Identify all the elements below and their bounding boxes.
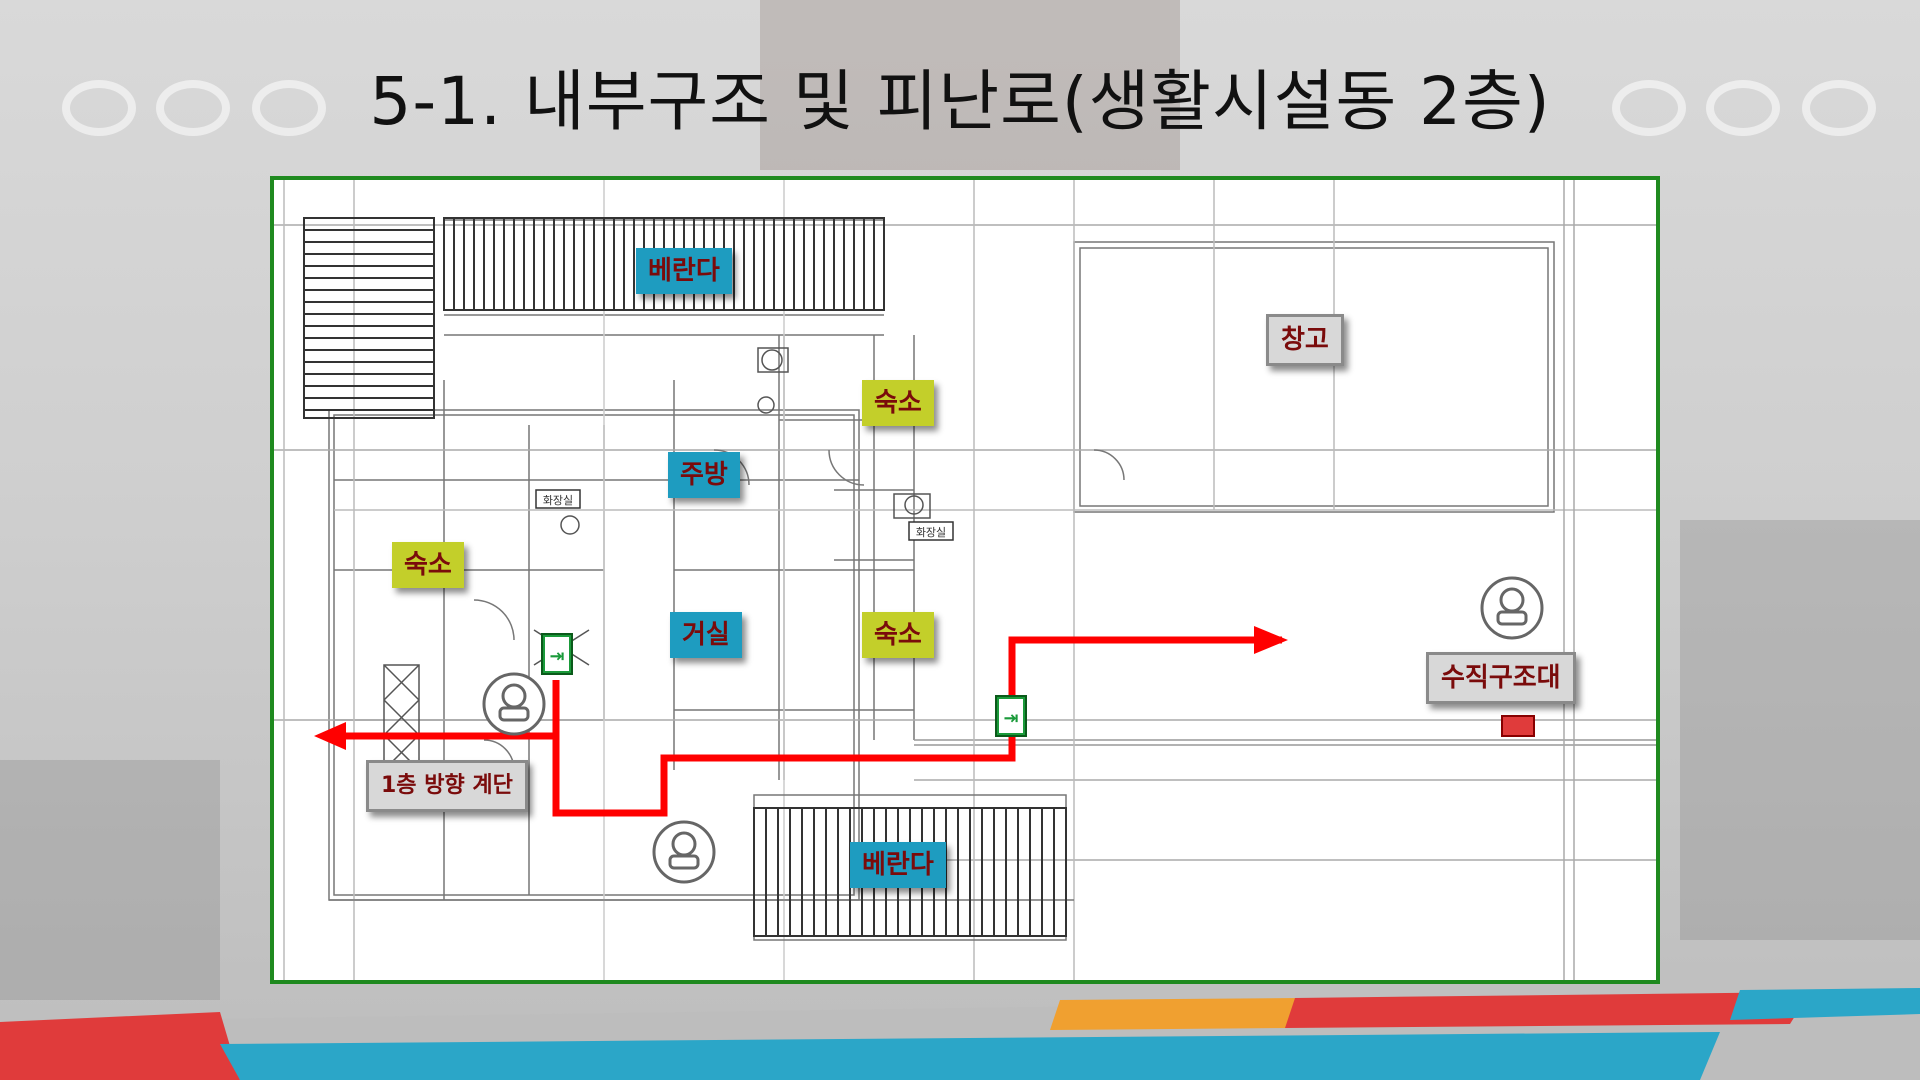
background-building-right — [1680, 520, 1920, 940]
label-dorm-left: 숙소 — [392, 542, 464, 588]
fixtures — [560, 347, 931, 535]
fire-extinguisher-icon — [652, 820, 716, 884]
page-title: 5-1. 내부구조 및 피난로(생활시설동 2층) — [369, 63, 1551, 140]
decor-circle-6 — [1802, 80, 1876, 136]
evacuation-route — [334, 636, 1282, 817]
label-veranda-top: 베란다 — [636, 248, 732, 294]
background-building-left — [0, 760, 220, 1000]
decor-circle-2 — [156, 80, 230, 136]
label-stairs-to-1f: 1층 방향 계단 — [366, 760, 528, 812]
route-arrow-right — [1254, 626, 1288, 654]
label-living-room: 거실 — [670, 612, 742, 658]
toilet-label-left: 화장실 — [543, 494, 573, 507]
decor-circle-4 — [1612, 80, 1686, 136]
label-kitchen: 주방 — [668, 452, 740, 498]
fire-extinguisher-icon — [482, 672, 546, 736]
emergency-exit-icon: ⇥ — [541, 633, 573, 675]
label-vertical-rescue: 수직구조대 — [1426, 652, 1576, 704]
floor-plan-drawing: 화장실 화장실 ⇥ ⇥ — [274, 180, 1656, 980]
background-building-top — [760, 0, 1180, 170]
vertical-rescue-marker — [1501, 715, 1535, 737]
label-dorm-right-top: 숙소 — [862, 380, 934, 426]
decor-circle-5 — [1706, 80, 1780, 136]
route-arrow-left — [314, 722, 346, 750]
svg-text:⇥: ⇥ — [549, 646, 564, 667]
decor-circle-3 — [252, 80, 326, 136]
toilet-sign-left: 화장실 — [535, 489, 581, 509]
emergency-exit-icon: ⇥ — [995, 695, 1027, 737]
toilet-sign-right: 화장실 — [908, 521, 954, 541]
toilet-label-right: 화장실 — [916, 526, 946, 539]
floor-plan: 화장실 화장실 ⇥ ⇥ — [270, 176, 1660, 984]
decor-circle-1 — [62, 80, 136, 136]
svg-text:⇥: ⇥ — [1003, 708, 1018, 729]
label-veranda-bottom: 베란다 — [850, 842, 946, 888]
left-stair-hatch — [303, 217, 435, 419]
footer-decoration — [0, 988, 1920, 1080]
fire-extinguisher-icon — [1480, 576, 1544, 640]
label-dorm-right-bottom: 숙소 — [862, 612, 934, 658]
label-warehouse: 창고 — [1266, 314, 1344, 366]
route-main — [552, 636, 1282, 817]
